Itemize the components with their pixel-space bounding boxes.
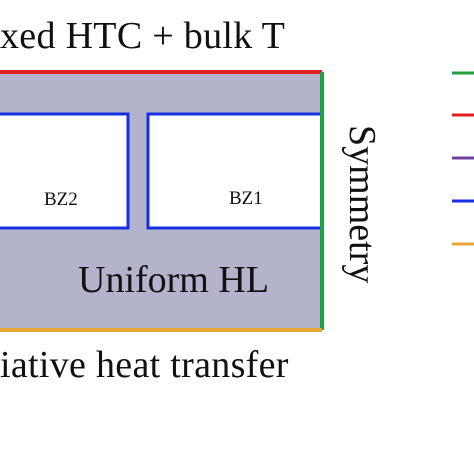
uniform-hl-label: Uniform HL [78, 259, 269, 301]
bottom-boundary-label: iative heat transfer [0, 344, 289, 386]
bz1-label: BZ1 [229, 188, 263, 209]
top-boundary-label: xed HTC + bulk T [0, 15, 286, 57]
zone-bz2-box [0, 112, 130, 230]
zone-bz1-box [146, 112, 324, 230]
symmetry-label: Symmetry [341, 125, 383, 283]
bz2-label: BZ2 [44, 189, 78, 210]
